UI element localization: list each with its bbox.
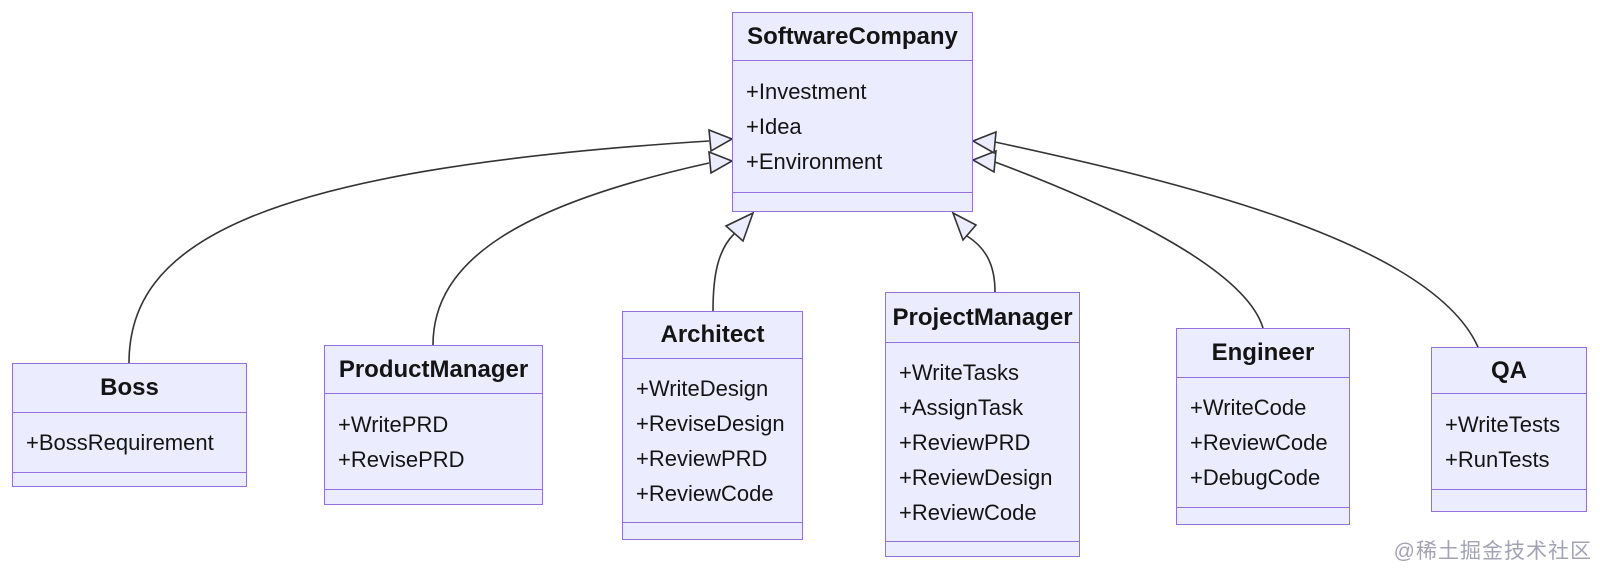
class-attributes-product-manager: +WritePRD +RevisePRD — [325, 394, 542, 489]
inheritance-arrowhead-product-manager — [708, 150, 734, 175]
inheritance-connector-project-manager — [966, 235, 996, 293]
class-attributes-software-company: +Investment +Idea +Environment — [733, 61, 972, 192]
class-attribute: +Environment — [746, 149, 883, 174]
class-attribute: +DebugCode — [1190, 465, 1321, 490]
class-attributes-architect: +WriteDesign +ReviseDesign +ReviewPRD +Revi… — [623, 359, 802, 522]
class-attributes-qa: +WriteTests +RunTests — [1432, 394, 1586, 489]
class-methods-empty-project-manager — [886, 541, 1079, 556]
class-box-architect: Architect +WriteDesign +ReviseDesign +Revie… — [622, 311, 803, 540]
inheritance-connector-boss — [128, 140, 710, 364]
class-attribute: +WriteTests — [1445, 411, 1561, 437]
watermark-text: @稀土掘金技术社区 — [1393, 540, 1592, 563]
class-box-engineer: Engineer +WriteCode +ReviewCode +DebugCode — [1176, 328, 1350, 525]
inheritance-connector-qa — [994, 141, 1479, 348]
class-attribute: +Idea — [746, 114, 802, 139]
class-attributes-engineer: +WriteCode +ReviewCode +DebugCode — [1177, 378, 1349, 507]
inheritance-connector-architect — [712, 233, 735, 312]
class-attribute: +ReviewCode — [899, 499, 1037, 525]
inheritance-arrowhead-boss — [708, 128, 734, 153]
class-attribute: +ReviewPRD — [636, 445, 768, 471]
class-attribute: +ReviewCode — [636, 480, 774, 506]
class-attribute: +WritePRD — [338, 411, 449, 437]
inheritance-arrowhead-engineer — [971, 149, 997, 174]
class-attribute: +WriteDesign — [636, 375, 769, 401]
class-attribute: +WriteCode — [1190, 395, 1307, 420]
class-attribute: +WriteTasks — [899, 359, 1020, 385]
inheritance-connector-product-manager — [432, 162, 710, 346]
class-title-software-company: SoftwareCompany — [733, 13, 972, 61]
class-title-product-manager: ProductManager — [325, 346, 542, 394]
inheritance-arrowhead-project-manager — [951, 211, 978, 242]
inheritance-arrowhead-qa — [971, 130, 997, 155]
class-attribute: +ReviewDesign — [899, 464, 1053, 490]
class-box-project-manager: ProjectManager +WriteTasks +AssignTask +Rev… — [885, 292, 1080, 557]
class-methods-empty-boss — [13, 472, 246, 486]
class-attributes-boss: +BossRequirement — [13, 413, 246, 472]
class-attribute: +RevisePRD — [338, 446, 465, 472]
class-title-boss: Boss — [13, 364, 246, 413]
class-attribute: +ReviewPRD — [899, 429, 1031, 455]
class-attribute: +BossRequirement — [26, 430, 214, 455]
class-methods-empty-product-manager — [325, 489, 542, 504]
class-methods-empty-engineer — [1177, 507, 1349, 524]
class-box-qa: QA +WriteTests +RunTests — [1431, 347, 1587, 512]
class-title-engineer: Engineer — [1177, 329, 1349, 378]
class-title-project-manager: ProjectManager — [886, 293, 1079, 343]
class-attribute: +RunTests — [1445, 446, 1550, 472]
inheritance-connector-engineer — [994, 161, 1264, 329]
class-box-boss: Boss +BossRequirement — [12, 363, 247, 487]
class-attribute: +ReviewCode — [1190, 430, 1328, 455]
class-attributes-project-manager: +WriteTasks +AssignTask +ReviewPRD +ReviewD… — [886, 343, 1079, 541]
class-box-software-company: SoftwareCompany +Investment +Idea +Environm… — [732, 12, 973, 212]
class-title-architect: Architect — [623, 312, 802, 359]
class-attribute: +Investment — [746, 79, 867, 104]
class-box-product-manager: ProductManager +WritePRD +RevisePRD — [324, 345, 543, 505]
class-title-qa: QA — [1432, 348, 1586, 394]
class-methods-empty-software-company — [733, 192, 972, 211]
inheritance-arrowhead-architect — [724, 211, 755, 243]
class-methods-empty-architect — [623, 522, 802, 539]
class-attribute: +ReviseDesign — [636, 410, 785, 436]
class-methods-empty-qa — [1432, 489, 1586, 511]
class-attribute: +AssignTask — [899, 394, 1024, 420]
